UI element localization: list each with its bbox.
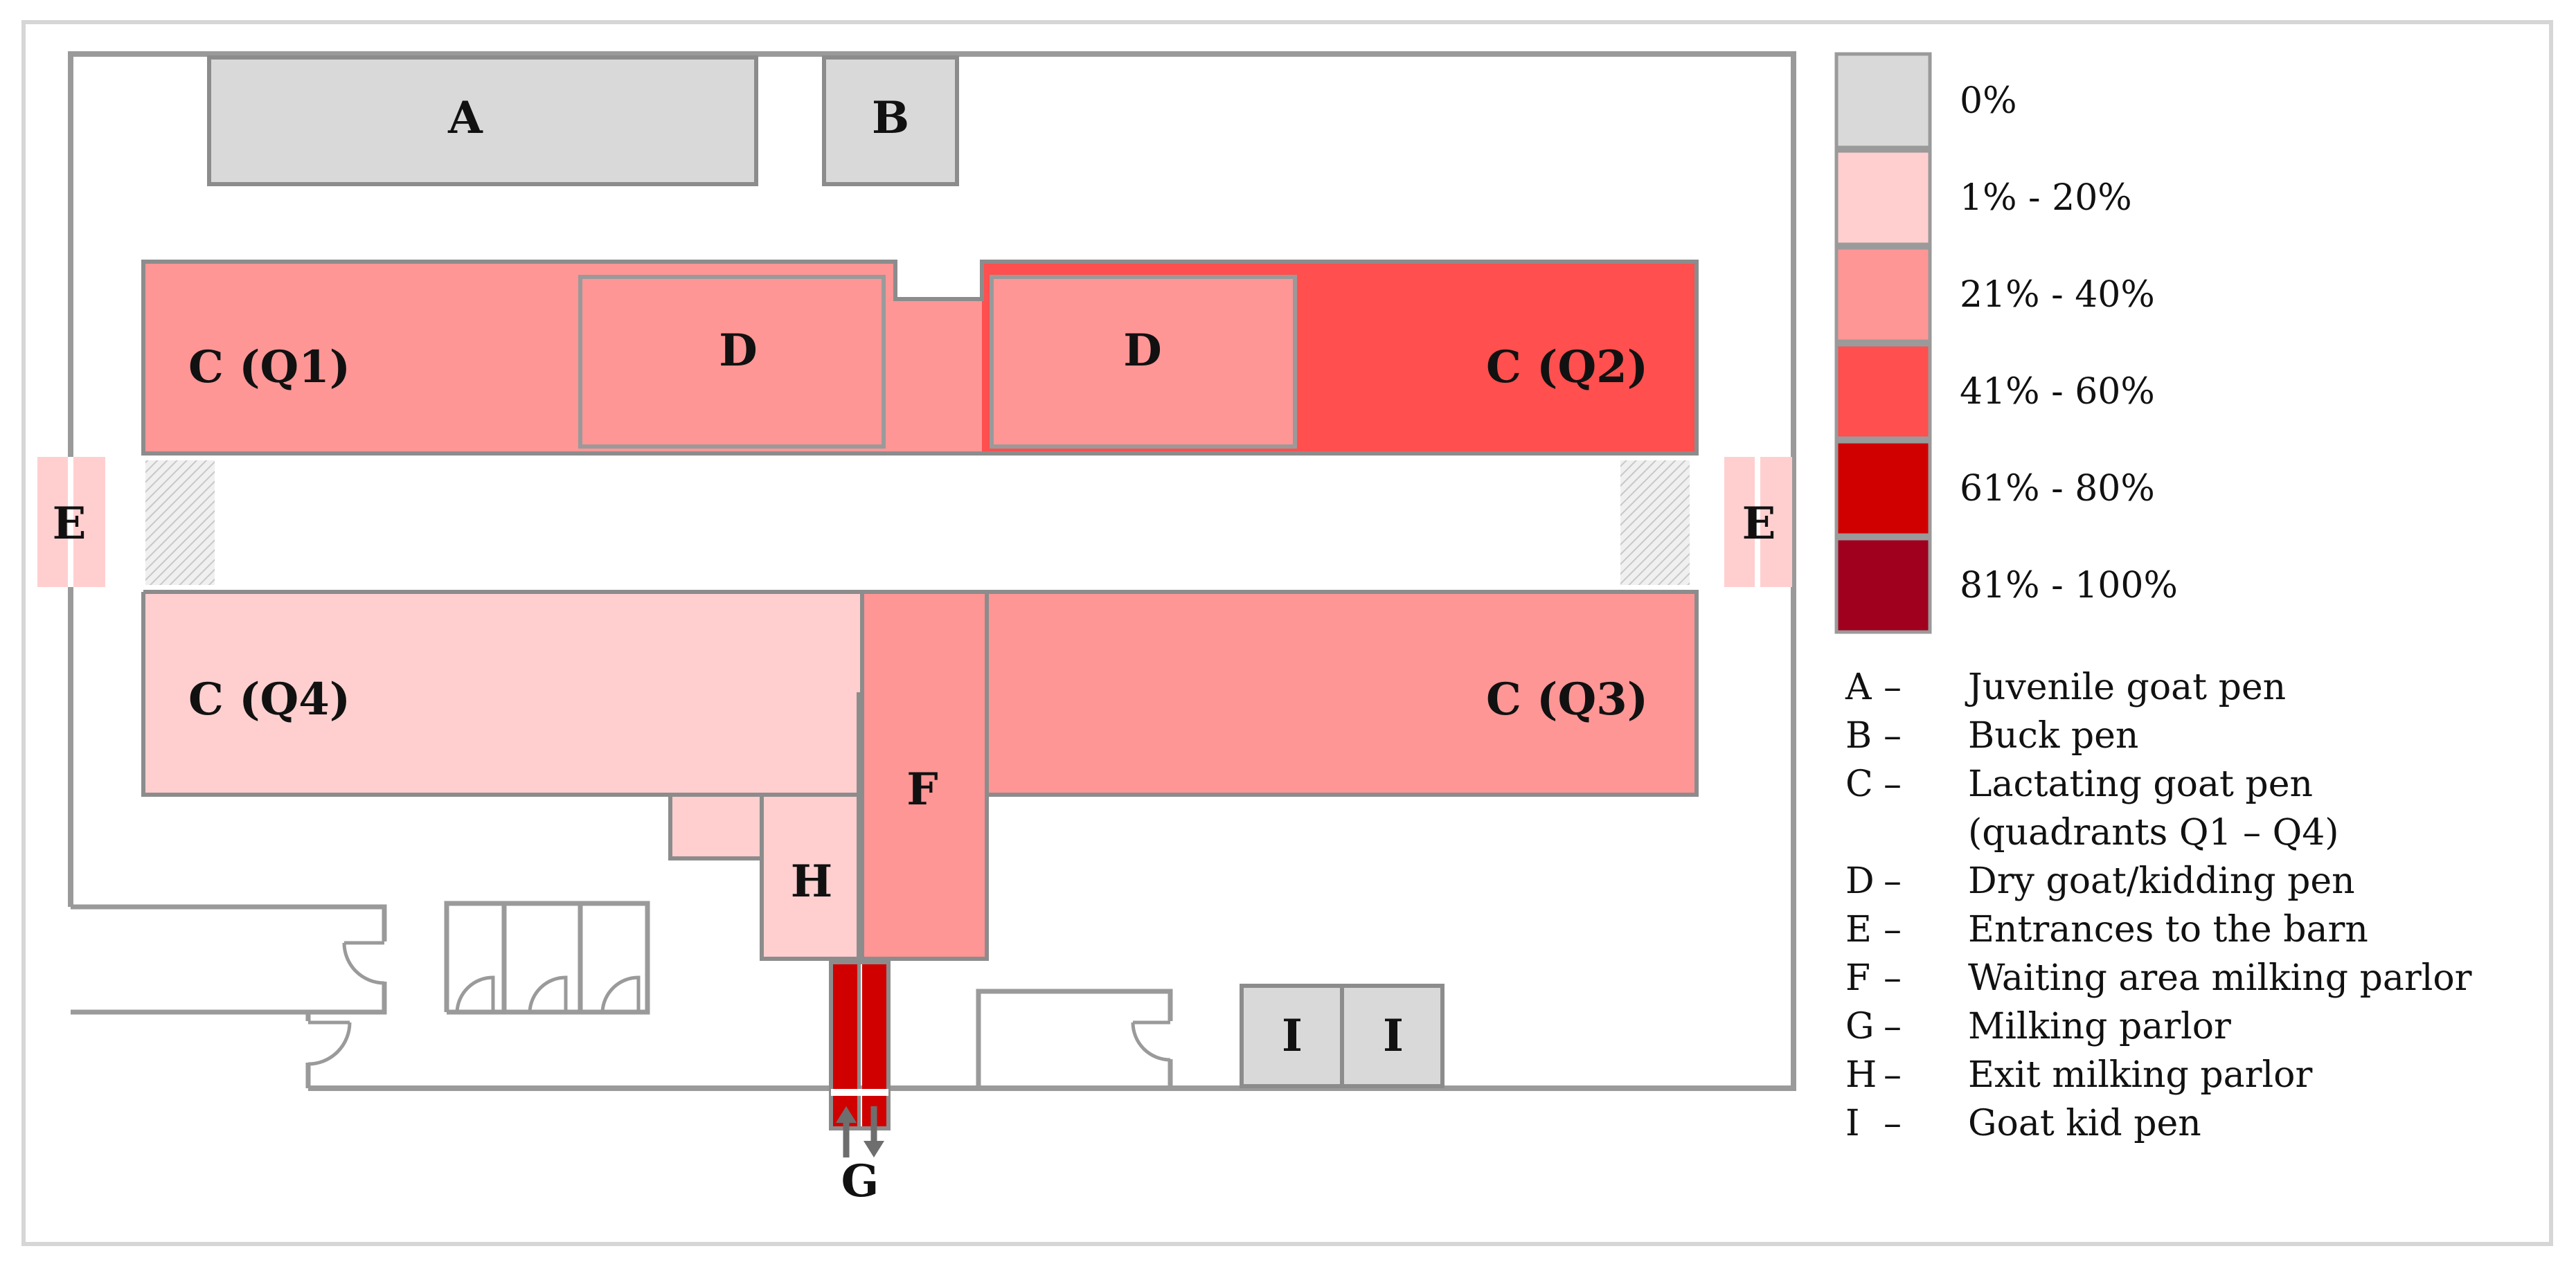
pen-d-left [578,275,886,449]
color-legend: 0% 1% - 20% 21% - 40% 41% - 60% 61% - 80% 81%… [1834,52,2178,634]
milking-parlor-outline [829,960,891,1130]
door-swings [307,941,1171,1066]
legend-label: 21% - 40% [1960,274,2155,316]
key-letter: B [1845,715,1872,757]
label-g: G [841,1155,879,1207]
entry-arrow-up-icon [836,1106,857,1123]
utility-rooms [71,901,1173,1088]
key-dash: – [1884,715,1902,757]
key-dash: – [1884,860,1902,902]
legend-swatch [1834,246,1932,343]
legend-swatch [1834,52,1932,150]
key-letter: I [1845,1103,1860,1144]
exit-milking-parlor-h [760,793,864,961]
label-f: F [906,764,938,815]
pen-a [207,55,758,186]
label-c-q1: C (Q1) [188,341,350,393]
key-dash: – [1884,909,1902,950]
label-i-left: I [1282,1010,1303,1062]
key-description: Juvenile goat pen [1965,667,2286,708]
label-c-q2: C (Q2) [1486,341,1648,393]
pen-c-q4-zone [143,592,862,858]
key-description: Milking parlor [1968,1006,2231,1047]
goat-kid-pen-right [1340,984,1444,1088]
goat-kid-pen-left [1240,984,1344,1088]
legend-label: 41% - 60% [1960,371,2155,413]
key-letter: H [1845,1054,1877,1096]
key-letter: G [1845,1006,1875,1047]
key-letter: C [1845,764,1873,805]
legend-label: 0% [1960,80,2017,122]
key-letter: D [1845,860,1875,902]
key-letter: F [1845,957,1870,999]
label-e-left: E [53,498,87,550]
label-e-right: E [1742,498,1776,550]
label-h: H [791,856,832,908]
key-description: Waiting area milking parlor [1968,957,2472,999]
waiting-area-f [860,590,989,961]
label-c-q3: C (Q3) [1486,674,1648,725]
key-dash: – [1884,1006,1902,1047]
legend-swatch [1834,343,1932,440]
label-d-left: D [719,325,758,377]
pen-b [822,55,959,186]
legend-swatch [1834,440,1932,537]
label-pen-a: A [447,92,483,144]
exit-arrow-down-icon [864,1141,884,1157]
key-description: Entrances to the barn [1968,909,2368,950]
label-d-right: D [1123,325,1162,377]
legend-label: 1% - 20% [1960,177,2132,219]
legend-swatch [1834,537,1932,634]
key-description: (quadrants Q1 – Q4) [1968,812,2339,854]
key-dash: – [1884,1103,1902,1144]
pen-c-top-outline [141,260,1699,456]
pen-c-q3-zone [987,592,1697,795]
legend-swatch [1834,149,1932,246]
label-c-q4: C (Q4) [188,674,350,725]
key-description: Lactating goat pen [1968,764,2313,805]
key-dash: – [1884,957,1902,999]
key-description: Exit milking parlor [1968,1054,2312,1096]
entrance-left [37,457,215,587]
key-dash: – [1884,667,1902,708]
milking-parlor-lane-right [862,962,888,1128]
label-pen-b: B [872,92,909,144]
key-description: Buck pen [1968,715,2138,757]
legend-label: 81% - 100% [1960,565,2178,606]
pen-c-bottom-row [141,590,1699,860]
key-dash: – [1884,1054,1902,1096]
entrance-right [1620,457,1792,587]
key-dash: – [1884,764,1902,805]
milking-parlor-g [829,960,891,1157]
zone-labels: A B C (Q1) C (Q2) D D E E C (Q4) C (Q3) … [53,92,1776,1207]
key-description: Dry goat/kidding pen [1968,860,2355,902]
key-description: Goat kid pen [1968,1103,2201,1144]
label-i-right: I [1383,1010,1404,1062]
milking-parlor-lane-left [831,962,857,1128]
entrance-right-hatch [1620,460,1690,585]
key-letter: E [1845,909,1872,950]
key-letter: A [1845,667,1872,708]
pen-c-top-row [141,260,1699,456]
entrance-left-hatch [145,460,215,585]
legend-label: 61% - 80% [1960,468,2155,510]
pen-d-right [990,275,1297,449]
